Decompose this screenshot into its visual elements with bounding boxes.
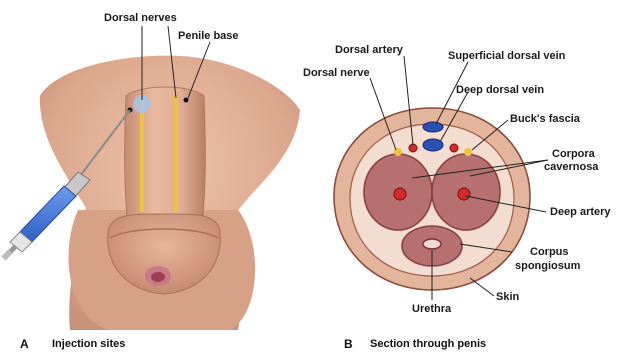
- label-spongiosum: spongiosum: [515, 260, 580, 272]
- dorsal-nerve-right: [464, 148, 472, 156]
- label-deep-dorsal-vein: Deep dorsal vein: [456, 84, 544, 96]
- label-dorsal-artery: Dorsal artery: [335, 44, 403, 56]
- label-urethra: Urethra: [412, 303, 451, 315]
- superficial-dorsal-vein: [423, 122, 443, 132]
- label-corpus: Corpus: [530, 246, 569, 258]
- dorsal-artery-right: [450, 144, 458, 152]
- label-cavernosa: cavernosa: [544, 161, 598, 173]
- injection-point-2: [184, 98, 189, 103]
- caption-a-text: Injection sites: [52, 338, 125, 350]
- label-corpora: Corpora: [552, 148, 595, 160]
- caption-b-letter: B: [344, 337, 353, 351]
- dorsal-artery-left: [409, 144, 417, 152]
- label-deep-artery: Deep artery: [550, 206, 611, 218]
- label-superficial-dorsal-vein: Superficial dorsal vein: [448, 50, 565, 62]
- deep-dorsal-vein: [423, 139, 443, 151]
- label-dorsal-nerves: Dorsal nerves: [104, 12, 177, 24]
- urethra-lumen: [423, 239, 441, 249]
- caption-a-letter: A: [20, 337, 29, 351]
- panel-a-illustration: [1, 26, 300, 330]
- label-penile-base: Penile base: [178, 30, 239, 42]
- meatus-opening: [151, 272, 165, 282]
- caption-b-text: Section through penis: [370, 338, 486, 350]
- label-skin: Skin: [496, 291, 519, 303]
- label-dorsal-nerve: Dorsal nerve: [303, 67, 370, 79]
- deep-artery-left: [394, 188, 406, 200]
- deep-artery-right: [458, 188, 470, 200]
- label-bucks-fascia: Buck's fascia: [510, 113, 580, 125]
